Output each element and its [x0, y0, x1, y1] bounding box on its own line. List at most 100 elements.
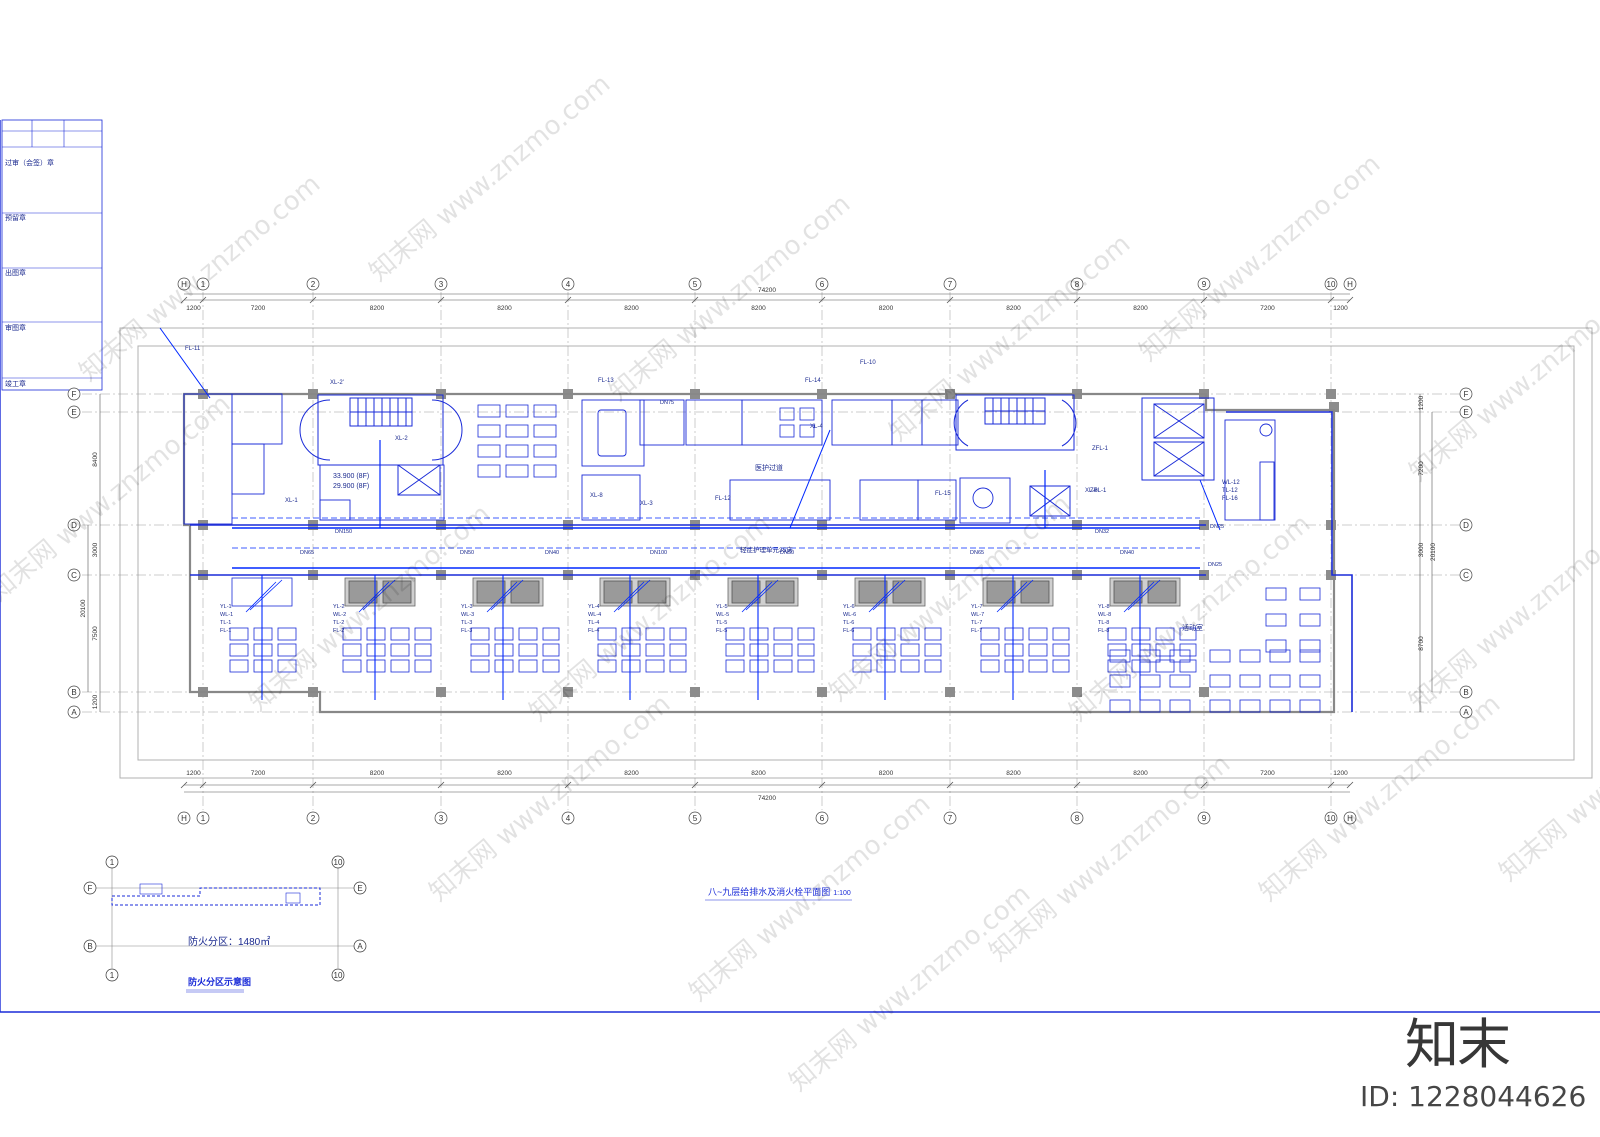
- pipe-label: TL-6: [843, 620, 854, 626]
- axis-label: A: [71, 708, 77, 717]
- structural-column: [436, 687, 446, 697]
- stair-2: [953, 394, 1077, 451]
- svg-text:1: 1: [110, 858, 115, 867]
- dim-tick: [1073, 781, 1081, 789]
- pipe-label: TL-3: [461, 620, 472, 626]
- axis-bubble-col-4: 4: [561, 277, 575, 291]
- svg-text:10: 10: [334, 971, 343, 980]
- pipe-label: DN25: [1208, 562, 1222, 568]
- dim-text-v: 7200: [1418, 461, 1425, 476]
- pipe-label: FL-16: [1222, 496, 1238, 502]
- pipe-label: TL-2: [333, 620, 344, 626]
- pipe-label: DN65: [970, 550, 984, 556]
- ward-units: [229, 575, 1197, 700]
- dim-tick: [946, 296, 954, 304]
- title-block-row-0: 过审（会签）章: [5, 158, 54, 167]
- axis-label: F: [1464, 390, 1469, 399]
- watermark-logo: 知末: [1405, 1013, 1511, 1076]
- dim-tick: [437, 296, 445, 304]
- axis-bubble-row-D: D: [67, 518, 81, 532]
- pipe-label: XL-4: [810, 424, 823, 430]
- structural-column: [1326, 520, 1336, 530]
- axis-bubble-row-A: A: [1459, 705, 1473, 719]
- dim-tick: [691, 296, 699, 304]
- pipe-label: DN150: [335, 529, 352, 535]
- dim-tick: [1200, 781, 1208, 789]
- axis-label: B: [1463, 688, 1468, 697]
- activity-table: [1239, 699, 1261, 713]
- pipe-label: FL-1: [220, 628, 231, 634]
- pipe-label: WL-7: [971, 612, 984, 618]
- dim-text: 8200: [624, 305, 639, 312]
- axis-bubble-col-8: 8: [1070, 277, 1084, 291]
- pipe-label: WL-12: [1222, 480, 1240, 486]
- pipe-label: TL-5: [716, 620, 727, 626]
- activity-table: [1265, 639, 1287, 653]
- dim-tick: [564, 781, 572, 789]
- title-block-row-4: 竣工章: [5, 379, 26, 388]
- pipe-label: FL-8: [1098, 628, 1109, 634]
- pipe-label: XL-8: [590, 493, 603, 499]
- activity-table: [1265, 613, 1287, 627]
- ward-unit-2: [342, 575, 432, 700]
- pipe-label: WL-1: [220, 612, 233, 618]
- axis-label: 4: [566, 280, 571, 289]
- ward-unit-6: [852, 575, 942, 700]
- axis-label: 4: [566, 814, 571, 823]
- pipe-label: 轻症护理单元35床: [740, 545, 793, 554]
- ward-unit-1: [229, 575, 297, 700]
- axis-label: 6: [820, 280, 825, 289]
- structural-column: [1072, 687, 1082, 697]
- pipe-label: WL-6: [843, 612, 856, 618]
- axis-label: H: [181, 814, 187, 823]
- key-plan-caption: 防火分区示意图: [188, 976, 251, 987]
- pipe-label: XL-6: [1085, 488, 1098, 494]
- pipe-label: WL-4: [588, 612, 601, 618]
- axis-label: 8: [1075, 814, 1080, 823]
- pipe-label: 活动室: [1182, 623, 1203, 632]
- dim-tick: [946, 781, 954, 789]
- stair-1: [299, 394, 463, 466]
- dim-text: 8200: [624, 770, 639, 777]
- pipe-label: DN100: [650, 550, 667, 556]
- activity-table: [1299, 674, 1321, 688]
- pipe-label: WL-8: [1098, 612, 1111, 618]
- dim-tick: [1346, 781, 1354, 789]
- axis-label: 7: [948, 814, 953, 823]
- axis-bubble-row-A: A: [67, 705, 81, 719]
- svg-text:10: 10: [334, 858, 343, 867]
- pipe-label: XL-2: [395, 436, 408, 442]
- desk-grid-upper: [477, 404, 815, 478]
- activity-table: [1269, 649, 1291, 663]
- axis-bubble-col-7: 7: [943, 811, 957, 825]
- axis-bubble-col-4: 4: [561, 811, 575, 825]
- dim-tick: [818, 296, 826, 304]
- activity-table: [1169, 674, 1191, 688]
- axis-label: 3: [439, 814, 444, 823]
- activity-table: [1139, 674, 1161, 688]
- dim-tick: [1327, 781, 1335, 789]
- axis-bubble-col-9: 9: [1197, 277, 1211, 291]
- axis-label: 10: [1327, 814, 1336, 823]
- pipe-label: FL-15: [935, 491, 951, 497]
- key-bubble-B: B: [83, 939, 97, 953]
- dim-text: 1200: [1333, 305, 1348, 312]
- ward-unit-7: [980, 575, 1070, 700]
- axis-bubble-row-E: E: [67, 405, 81, 419]
- axis-bubble-col-10: 10: [1324, 277, 1338, 291]
- pipe-label: FL-2: [333, 628, 344, 634]
- dim-tick: [1346, 296, 1354, 304]
- axis-bubble-col-9: 9: [1197, 811, 1211, 825]
- structural-column: [817, 687, 827, 697]
- pipe-label: DN65: [300, 550, 314, 556]
- elevator-core: [397, 397, 1215, 517]
- pipe-label: TL-4: [588, 620, 599, 626]
- axis-bubble-col-5: 5: [688, 811, 702, 825]
- axis-label: A: [1463, 708, 1469, 717]
- activity-table: [1299, 699, 1321, 713]
- watermark-id: ID: 1228044626: [1360, 1080, 1587, 1113]
- dim-text: 8200: [370, 770, 385, 777]
- axis-label: 8: [1075, 280, 1080, 289]
